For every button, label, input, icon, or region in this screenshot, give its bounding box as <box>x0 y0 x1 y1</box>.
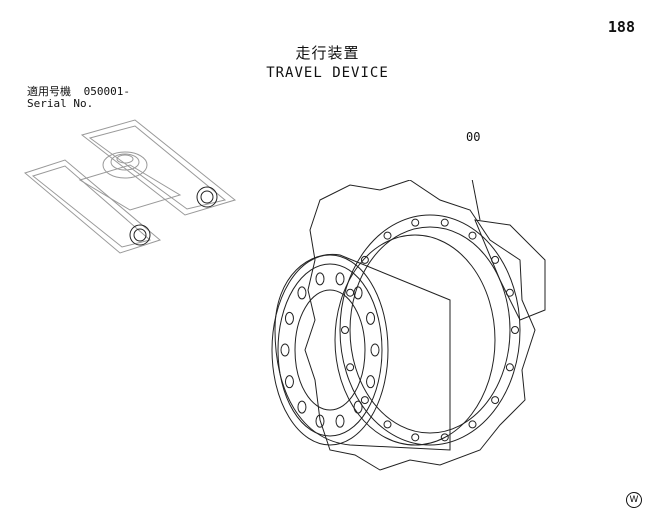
sprocket-bolt <box>505 288 514 297</box>
bolt-hole <box>297 286 307 300</box>
bolt-hole <box>284 375 294 389</box>
bolt-hole <box>284 311 294 325</box>
sprocket-bolt <box>411 218 420 227</box>
serial-info: 適用号機 050001- Serial No. <box>27 86 136 110</box>
bolt-hole <box>297 400 307 414</box>
sprocket-bolt <box>491 396 500 405</box>
sprocket-bolt <box>383 420 392 429</box>
serial-value: 050001- <box>83 85 130 98</box>
sprocket-bolt <box>511 326 519 334</box>
bolt-hole <box>366 375 376 389</box>
serial-label-en: Serial No. <box>27 97 94 110</box>
bolt-hole <box>353 400 363 414</box>
sprocket-bolt <box>346 363 355 372</box>
travel-device-drawing <box>271 180 546 471</box>
sprocket-bolt <box>468 420 477 429</box>
sprocket-bolt <box>505 363 514 372</box>
undercarriage-illustration <box>23 119 237 254</box>
bolt-hole <box>335 272 345 286</box>
sprocket-bolt <box>491 255 500 264</box>
sprocket-bolt <box>440 218 449 227</box>
bolt-hole <box>315 414 325 428</box>
sprocket-bolt <box>360 255 369 264</box>
bolt-hole <box>335 414 345 428</box>
sprocket-bolt <box>360 396 369 405</box>
bolt-hole <box>370 343 380 357</box>
part-callout: 00 <box>466 130 481 144</box>
sprocket-bolt <box>383 231 392 240</box>
bolt-hole <box>280 343 290 357</box>
sprocket-bolt <box>346 288 355 297</box>
title-japanese: 走行装置 <box>295 44 360 62</box>
bolt-hole <box>315 272 325 286</box>
watermark-mark: W <box>626 492 642 508</box>
page-title: 走行装置 TRAVEL DEVICE <box>0 42 655 81</box>
serial-label-jp: 適用号機 <box>27 85 71 98</box>
page-number: 188 <box>607 18 635 36</box>
bolt-hole <box>366 311 376 325</box>
sprocket-bolt <box>411 433 420 442</box>
sprocket-bolt <box>341 326 349 334</box>
sprocket-bolt <box>440 433 449 442</box>
sprocket-bolt <box>468 231 477 240</box>
title-english: TRAVEL DEVICE <box>266 65 389 81</box>
